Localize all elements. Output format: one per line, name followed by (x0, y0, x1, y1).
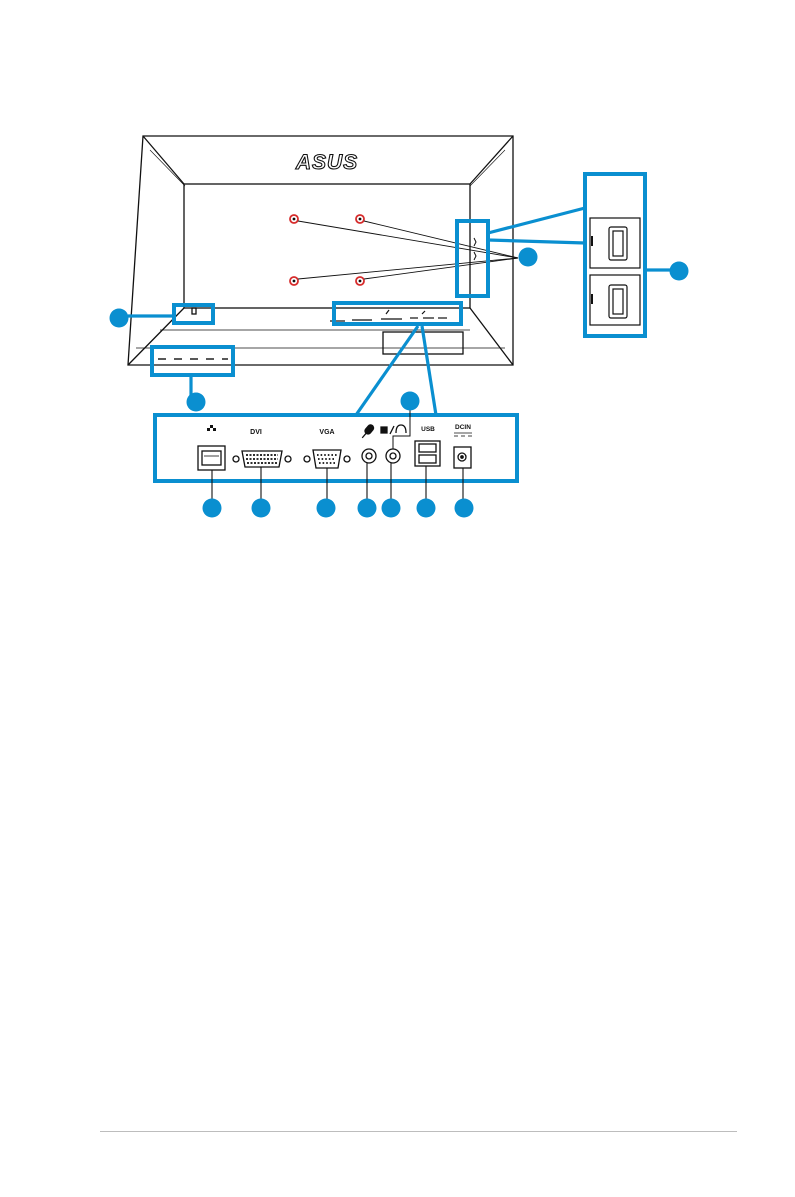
screw-marker (356, 277, 364, 285)
callout-marker-dvi (252, 499, 271, 518)
rear-port-strip (330, 310, 447, 321)
callout-marker-side-usb (670, 262, 689, 281)
port-strip-highlight (334, 303, 461, 324)
callout-marker-line-out (401, 392, 420, 411)
inner-panel (184, 184, 470, 308)
callout-marker-dc-in (455, 499, 474, 518)
side-usb-zoom-frame (585, 174, 645, 336)
kensington-slot (192, 308, 196, 314)
callout-marker-mic (358, 499, 377, 518)
callout-marker-kensington (110, 309, 129, 328)
usb-port-icon (609, 227, 627, 260)
dc-in-port (454, 447, 471, 468)
line-out-headphone-icon (381, 425, 406, 434)
footer-rule (100, 1131, 737, 1132)
screw-marker (356, 215, 364, 223)
callout-marker-vesa (519, 248, 538, 267)
screw-marker (290, 277, 298, 285)
callout-marker-buttons (187, 393, 206, 412)
vga-port (304, 450, 350, 468)
dc-symbol (454, 433, 472, 436)
vga-label: VGA (319, 429, 334, 436)
usb-port-icon (609, 285, 627, 318)
microphone-icon (360, 424, 375, 440)
side-usb-ports (590, 218, 640, 325)
dvi-port (233, 451, 291, 467)
callout-marker-lan (203, 499, 222, 518)
callout-markers (110, 248, 689, 518)
line-out-jack (386, 449, 400, 463)
control-buttons-highlight (152, 347, 233, 375)
callout-frames (152, 174, 645, 481)
mic-in-jack (362, 449, 376, 463)
callout-marker-usb (417, 499, 436, 518)
side-usb-highlight (457, 221, 488, 296)
callout-marker-vga (317, 499, 336, 518)
callout-marker-line-out-jack (382, 499, 401, 518)
dc-in-label: DCIN (455, 424, 471, 431)
network-icon (207, 425, 216, 431)
usb-ports-rear (415, 441, 440, 466)
asus-logo: ASUS (295, 151, 358, 174)
dvi-label: DVI (250, 429, 262, 436)
lan-port (198, 446, 225, 470)
screw-marker (290, 215, 298, 223)
usb-label: USB (421, 426, 435, 433)
screw-leader-lines (298, 221, 518, 279)
